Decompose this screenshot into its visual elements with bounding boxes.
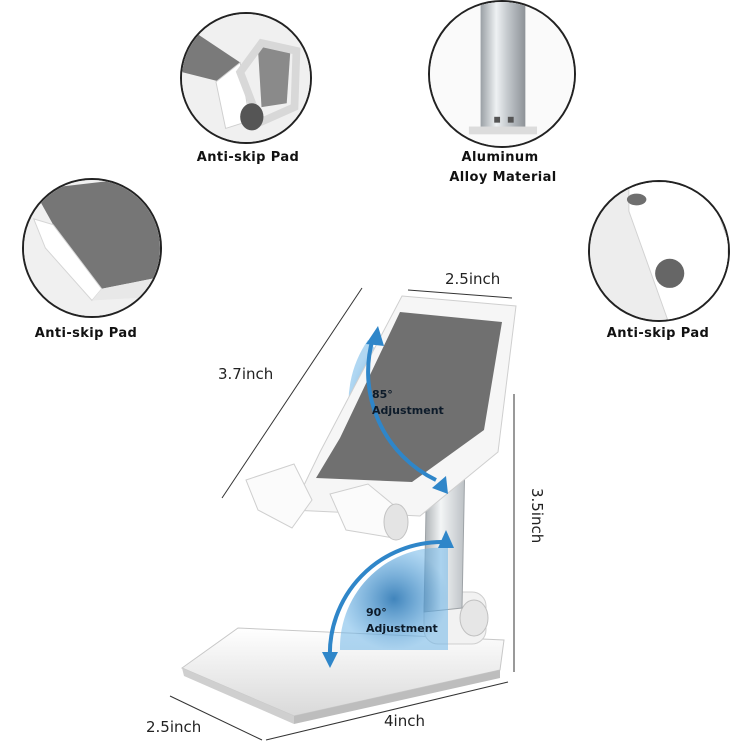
label-anti-skip-pad-middle-right: Anti-skip Pad — [606, 326, 710, 341]
upper-adjustment-angle: 85° — [372, 388, 393, 401]
lower-adjustment-label: Adjustment — [366, 622, 438, 635]
upper-adjustment-label: Adjustment — [372, 404, 444, 417]
dimension-base-width: 4inch — [384, 712, 425, 730]
label-alloy-material: Alloy Material — [449, 170, 557, 185]
detail-circle-top-left — [180, 12, 312, 144]
dim-line-holder-width — [407, 289, 513, 299]
dim-line-base-width — [265, 681, 509, 741]
detail-circle-middle-left — [22, 178, 162, 318]
lower-adjustment-angle: 90° — [366, 606, 387, 619]
holder-anti-skip-pad — [316, 312, 502, 482]
dimension-holder-width: 2.5inch — [445, 270, 501, 288]
dim-line-holder-height — [221, 287, 363, 499]
dimension-stand-height: 3.5inch — [528, 488, 546, 544]
anti-skip-pad-icon — [590, 182, 728, 320]
label-aluminum: Aluminum — [461, 150, 539, 165]
anti-skip-pad-icon — [182, 14, 310, 142]
lower-angle-fan — [339, 547, 448, 650]
dim-line-base-depth — [169, 695, 263, 741]
aluminum-tube-icon — [430, 2, 574, 146]
label-anti-skip-pad-middle-left: Anti-skip Pad — [34, 326, 138, 341]
label-anti-skip-pad-top-left: Anti-skip Pad — [196, 150, 300, 165]
dimension-holder-height: 3.7inch — [218, 365, 274, 383]
detail-circle-middle-right — [588, 180, 730, 322]
detail-circle-top-center — [428, 0, 576, 148]
dimension-base-depth: 2.5inch — [146, 718, 202, 736]
front-lip-left — [245, 463, 313, 529]
